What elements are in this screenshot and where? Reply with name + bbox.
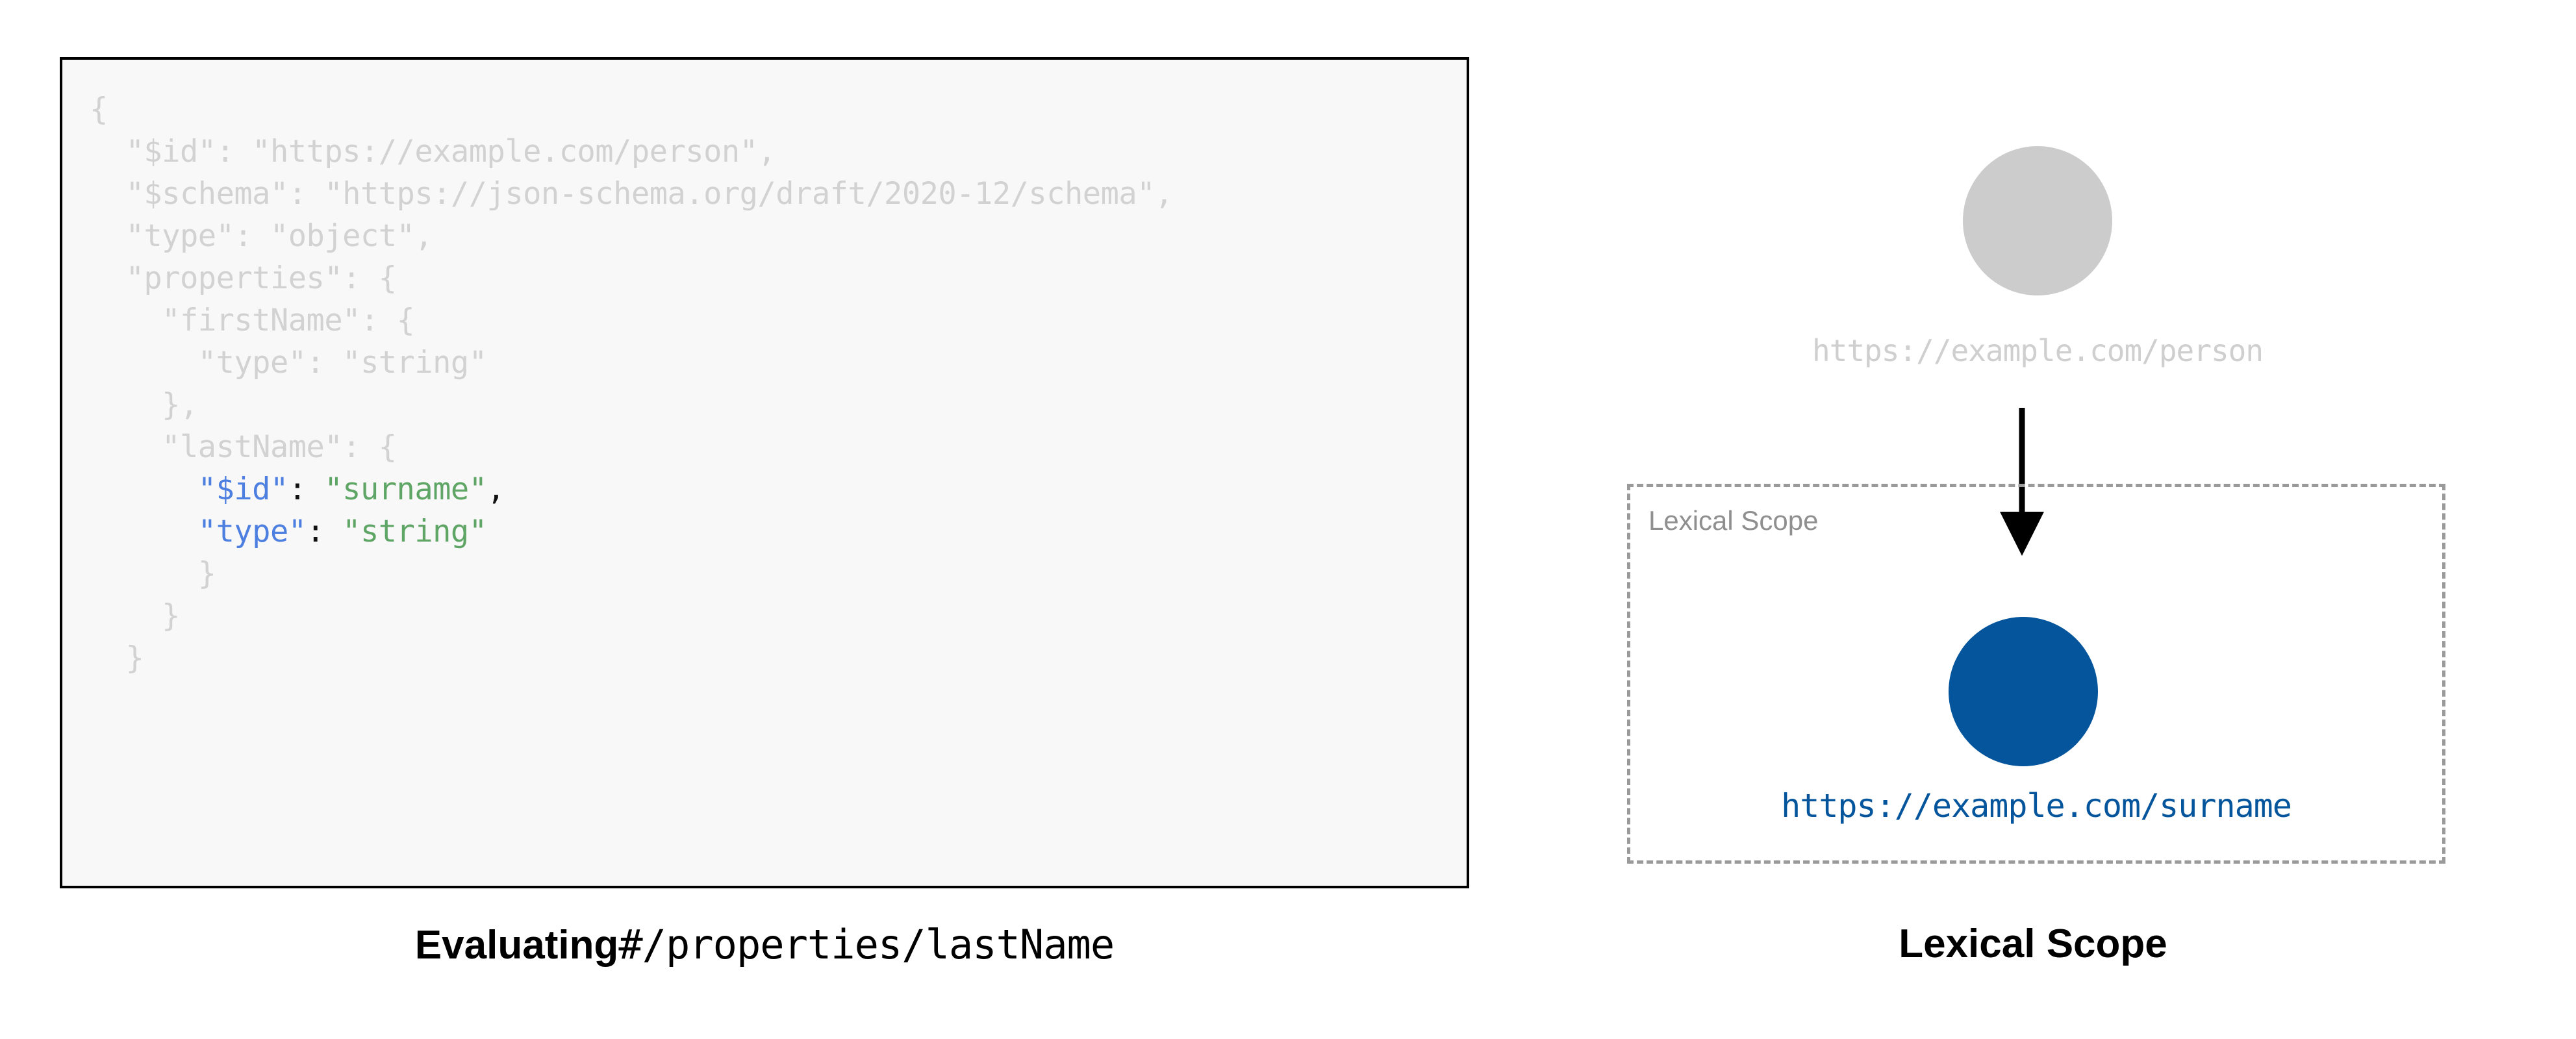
code-line: { [90, 92, 108, 127]
code-token-str: "surname" [324, 471, 487, 507]
lexical-scope-boundary: Lexical Scope https://example.com/surnam… [1627, 484, 2445, 864]
code-line: "properties": { [90, 260, 397, 296]
code-line: } [90, 598, 180, 634]
code-token-str: "string" [342, 514, 487, 549]
code-listing: { "$id": "https://example.com/person", "… [90, 88, 1460, 679]
inner-node-label: https://example.com/surname [1781, 787, 2292, 825]
code-token-punct: : [306, 514, 343, 549]
circle-node-icon-outer [1963, 146, 2112, 295]
code-token-key: "type" [197, 514, 307, 549]
left-caption: Evaluating#/properties/lastName [60, 921, 1469, 968]
code-line: "$id": "https://example.com/person", [90, 134, 776, 169]
code-line: "type": "string" [90, 510, 1460, 553]
code-line: "lastName": { [90, 429, 397, 465]
code-token-punct: : [288, 471, 325, 507]
circle-node-icon-inner [1949, 617, 2098, 766]
code-line: } [90, 640, 144, 676]
code-line: }, [90, 387, 198, 423]
code-line: } [90, 556, 216, 592]
outer-node-label: https://example.com/person [1812, 333, 2264, 368]
left-caption-pointer: #/properties/lastName [618, 921, 1115, 968]
code-token-punct: , [486, 471, 505, 507]
code-token-key: "$id" [197, 471, 288, 507]
right-caption: Lexical Scope [1899, 921, 2167, 966]
code-block-panel: { "$id": "https://example.com/person", "… [60, 57, 1469, 888]
code-line: "$schema": "https://json-schema.org/draf… [90, 176, 1174, 212]
lexical-scope-diagram: https://example.com/person Lexical Scope… [1546, 57, 2520, 888]
arrow-down-icon [2000, 408, 2044, 556]
code-line: "type": "object", [90, 218, 433, 254]
left-caption-bold: Evaluating [414, 923, 619, 968]
code-line: "firstName": { [90, 303, 415, 338]
code-line: "$id": "surname", [90, 468, 1460, 510]
lexical-scope-box-label: Lexical Scope [1648, 505, 1819, 536]
code-line: "type": "string" [90, 345, 487, 381]
